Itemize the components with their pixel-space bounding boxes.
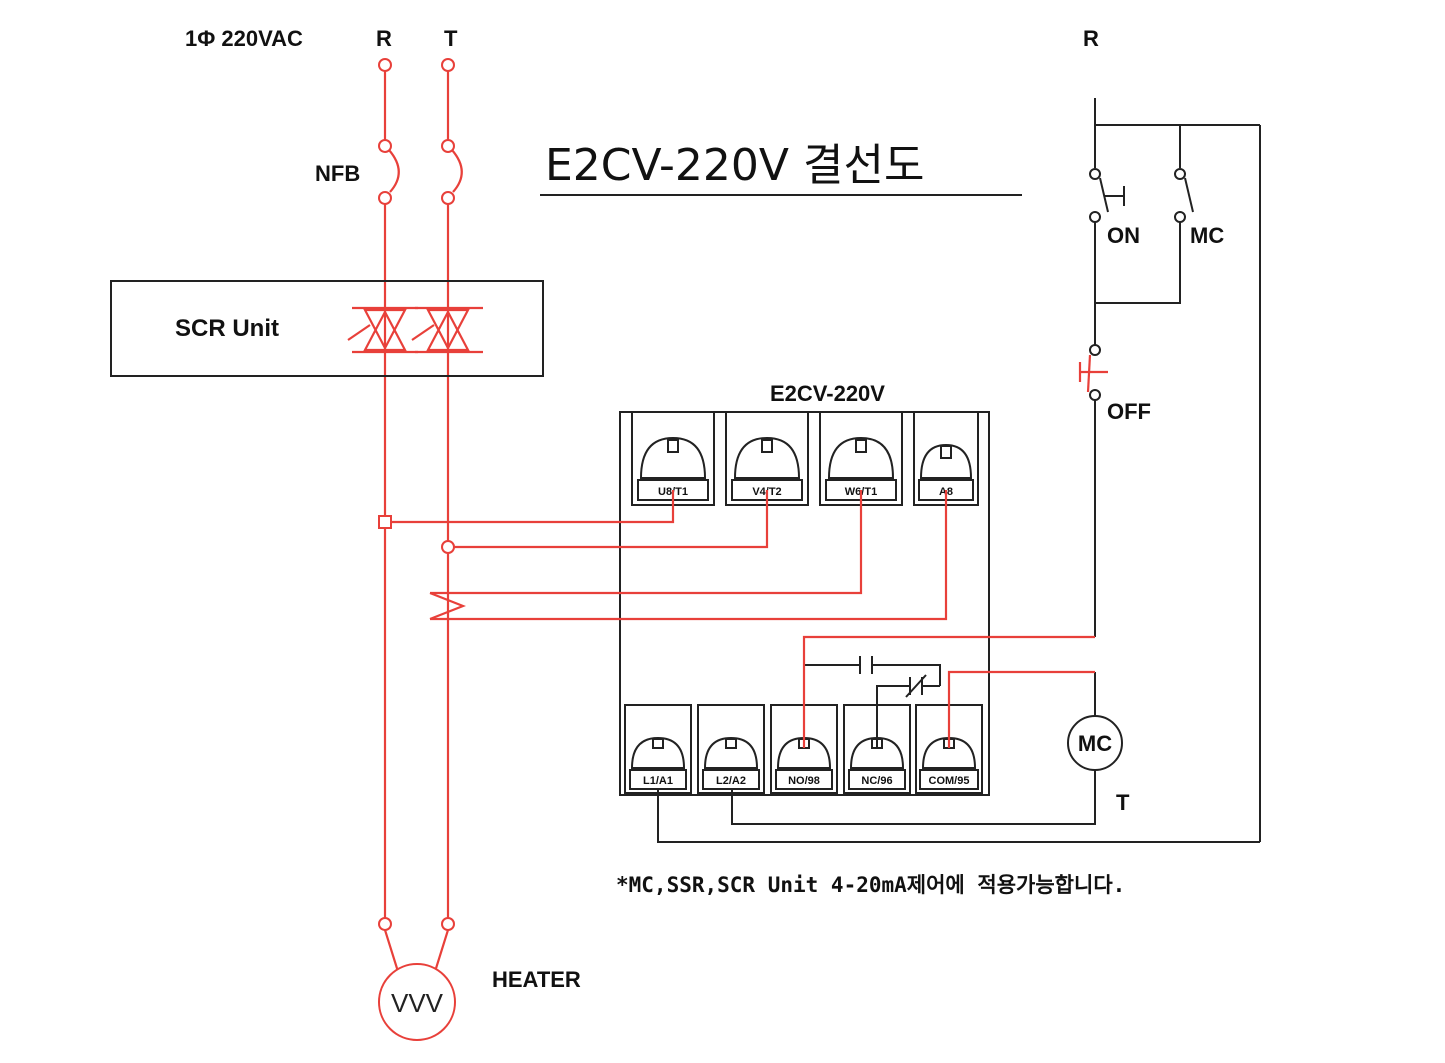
top-terminal-1: U8/T1: [631, 411, 715, 506]
svg-text:NC/96: NC/96: [861, 775, 892, 787]
nfb-label: NFB: [315, 161, 360, 186]
off-switch-label: OFF: [1107, 399, 1151, 424]
bottom-terminal-2: L2/A2: [697, 704, 765, 794]
controller-label: E2CV-220V: [770, 381, 885, 406]
compatibility-note: *MC,SSR,SCR Unit 4-20mA제어에 적용가능합니다.: [616, 873, 1125, 897]
mc-coil-label: MC: [1078, 731, 1112, 756]
diagram-title: E2CV-220V 결선도: [545, 140, 924, 191]
heater-label: HEATER: [492, 967, 581, 992]
on-switch-label: ON: [1107, 223, 1140, 248]
no-output-wire: [802, 635, 1095, 748]
heater-resistor-glyph: VVV: [391, 988, 444, 1018]
svg-text:L1/A1: L1/A1: [643, 775, 673, 787]
svg-text:NO/98: NO/98: [788, 775, 820, 787]
com-output-wire: [947, 670, 1095, 748]
bottom-terminal-1: L1/A1: [624, 704, 692, 794]
on-switch: [1089, 168, 1125, 223]
power-line-t: [431, 58, 463, 979]
mc-coil: [1067, 715, 1123, 771]
heater-symbol: [378, 963, 456, 1041]
scr-unit-label: SCR Unit: [175, 315, 279, 342]
power-line-r: [378, 58, 402, 979]
control-circuit-wiring: [657, 98, 1261, 843]
svg-text:L2/A2: L2/A2: [716, 775, 746, 787]
mc-contact-label: MC: [1190, 223, 1224, 248]
mc-contact: [1174, 168, 1194, 223]
bottom-terminal-4: NC/96: [843, 704, 911, 794]
top-terminal-3: W6/T1: [819, 411, 903, 506]
top-terminal-4: A8: [913, 411, 979, 506]
scr-triac-symbols: [347, 306, 483, 354]
control-line-t-label: T: [1116, 790, 1130, 815]
svg-text:COM/95: COM/95: [929, 775, 970, 787]
off-switch: [1078, 344, 1108, 401]
supply-label: 1Φ 220VAC: [185, 26, 303, 51]
line-r-label: R: [376, 26, 392, 51]
scr-unit-box: [110, 280, 544, 377]
line-t-label: T: [444, 26, 458, 51]
sense-wires: [378, 490, 948, 621]
control-line-r-label: R: [1083, 26, 1099, 51]
